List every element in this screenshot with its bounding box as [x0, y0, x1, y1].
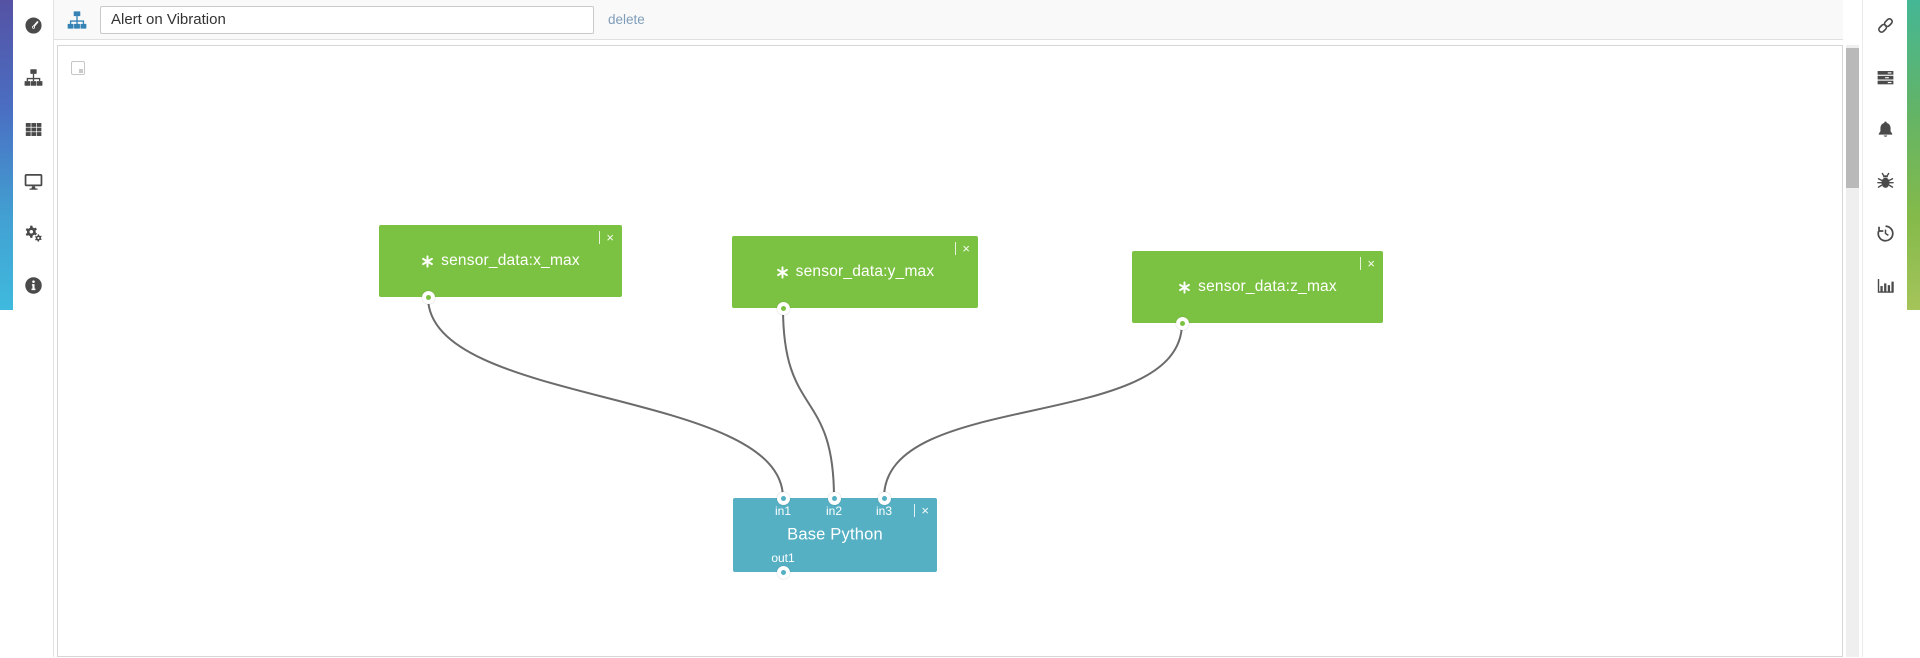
port-dot: [425, 294, 431, 300]
connection-wire[interactable]: [782, 307, 835, 499]
bell-icon: [1875, 119, 1896, 140]
tool-debug[interactable]: [1869, 164, 1903, 198]
node-close-button[interactable]: ×: [1360, 257, 1375, 270]
connection-wire[interactable]: [427, 296, 784, 499]
right-accent-strip: [1907, 0, 1920, 310]
bar-chart-icon: [1875, 275, 1896, 296]
tool-connections[interactable]: [1869, 8, 1903, 42]
port-dot: [780, 305, 786, 311]
asterisk-icon: [421, 254, 434, 268]
canvas-scrollbar-thumb[interactable]: [1846, 48, 1859, 188]
delete-workflow-link[interactable]: delete: [608, 12, 645, 27]
right-sidebar: [1862, 0, 1908, 657]
asterisk-icon: [1178, 280, 1191, 294]
bug-icon: [1875, 171, 1896, 192]
node-title-text: Base Python: [787, 525, 883, 544]
connection-wire[interactable]: [883, 322, 1183, 499]
tool-tasks[interactable]: [1869, 60, 1903, 94]
port-label-out1: out1: [771, 551, 795, 565]
canvas-corner-checkbox[interactable]: [71, 61, 85, 75]
port-out[interactable]: [1175, 316, 1189, 330]
table-icon: [23, 119, 44, 140]
left-accent-strip: [0, 0, 13, 310]
node-title: sensor_data:x_max: [379, 252, 622, 270]
port-dot: [780, 569, 786, 575]
node-title: sensor_data:y_max: [732, 263, 978, 281]
tool-alerts[interactable]: [1869, 112, 1903, 146]
nav-settings[interactable]: [16, 216, 50, 250]
sitemap-icon: [23, 67, 44, 88]
gears-icon: [23, 223, 44, 244]
node-zmax[interactable]: sensor_data:z_max ×: [1132, 251, 1383, 323]
wire-layer: [427, 296, 1183, 499]
nav-displays[interactable]: [16, 164, 50, 198]
node-close-button[interactable]: ×: [955, 242, 970, 255]
node-title-text: sensor_data:x_max: [441, 252, 580, 269]
port-dot: [780, 495, 786, 501]
history-icon: [1875, 223, 1896, 244]
node-py[interactable]: Base Python ×: [733, 498, 937, 572]
node-xmax[interactable]: sensor_data:x_max ×: [379, 225, 622, 297]
port-out1[interactable]: [776, 565, 790, 579]
port-label-in3: in3: [875, 504, 893, 518]
topbar: delete: [54, 0, 1843, 40]
workflow-canvas[interactable]: sensor_data:x_max×sensor_data:y_max×sens…: [57, 45, 1843, 657]
port-in2[interactable]: [827, 491, 841, 505]
port-out[interactable]: [776, 301, 790, 315]
asterisk-icon: [776, 265, 789, 279]
link-icon: [1875, 15, 1896, 36]
tasks-icon: [1875, 67, 1896, 88]
dashboard-icon: [23, 15, 44, 36]
port-dot: [1179, 320, 1185, 326]
port-label-in2: in2: [825, 504, 843, 518]
node-ymax[interactable]: sensor_data:y_max ×: [732, 236, 978, 308]
node-title: sensor_data:z_max: [1132, 278, 1383, 296]
port-label-in1: in1: [774, 504, 792, 518]
node-title-text: sensor_data:z_max: [1198, 278, 1337, 295]
port-dot: [831, 495, 837, 501]
port-in1[interactable]: [776, 491, 790, 505]
sitemap-icon: [66, 9, 88, 31]
nav-workflows[interactable]: [16, 60, 50, 94]
left-sidebar: [13, 0, 54, 657]
monitor-icon: [23, 171, 44, 192]
node-close-button[interactable]: ×: [914, 504, 929, 517]
port-out[interactable]: [421, 290, 435, 304]
tool-history[interactable]: [1869, 216, 1903, 250]
nav-tables[interactable]: [16, 112, 50, 146]
node-title-text: sensor_data:y_max: [795, 263, 935, 280]
workflow-title-input[interactable]: [100, 5, 594, 34]
nav-dashboard[interactable]: [16, 8, 50, 42]
node-title: Base Python: [733, 526, 937, 545]
info-icon: [23, 275, 44, 296]
port-in3[interactable]: [877, 491, 891, 505]
node-close-button[interactable]: ×: [599, 231, 614, 244]
canvas-scrollbar-track[interactable]: [1846, 45, 1859, 657]
port-dot: [881, 495, 887, 501]
nav-info[interactable]: [16, 268, 50, 302]
tool-stats[interactable]: [1869, 268, 1903, 302]
